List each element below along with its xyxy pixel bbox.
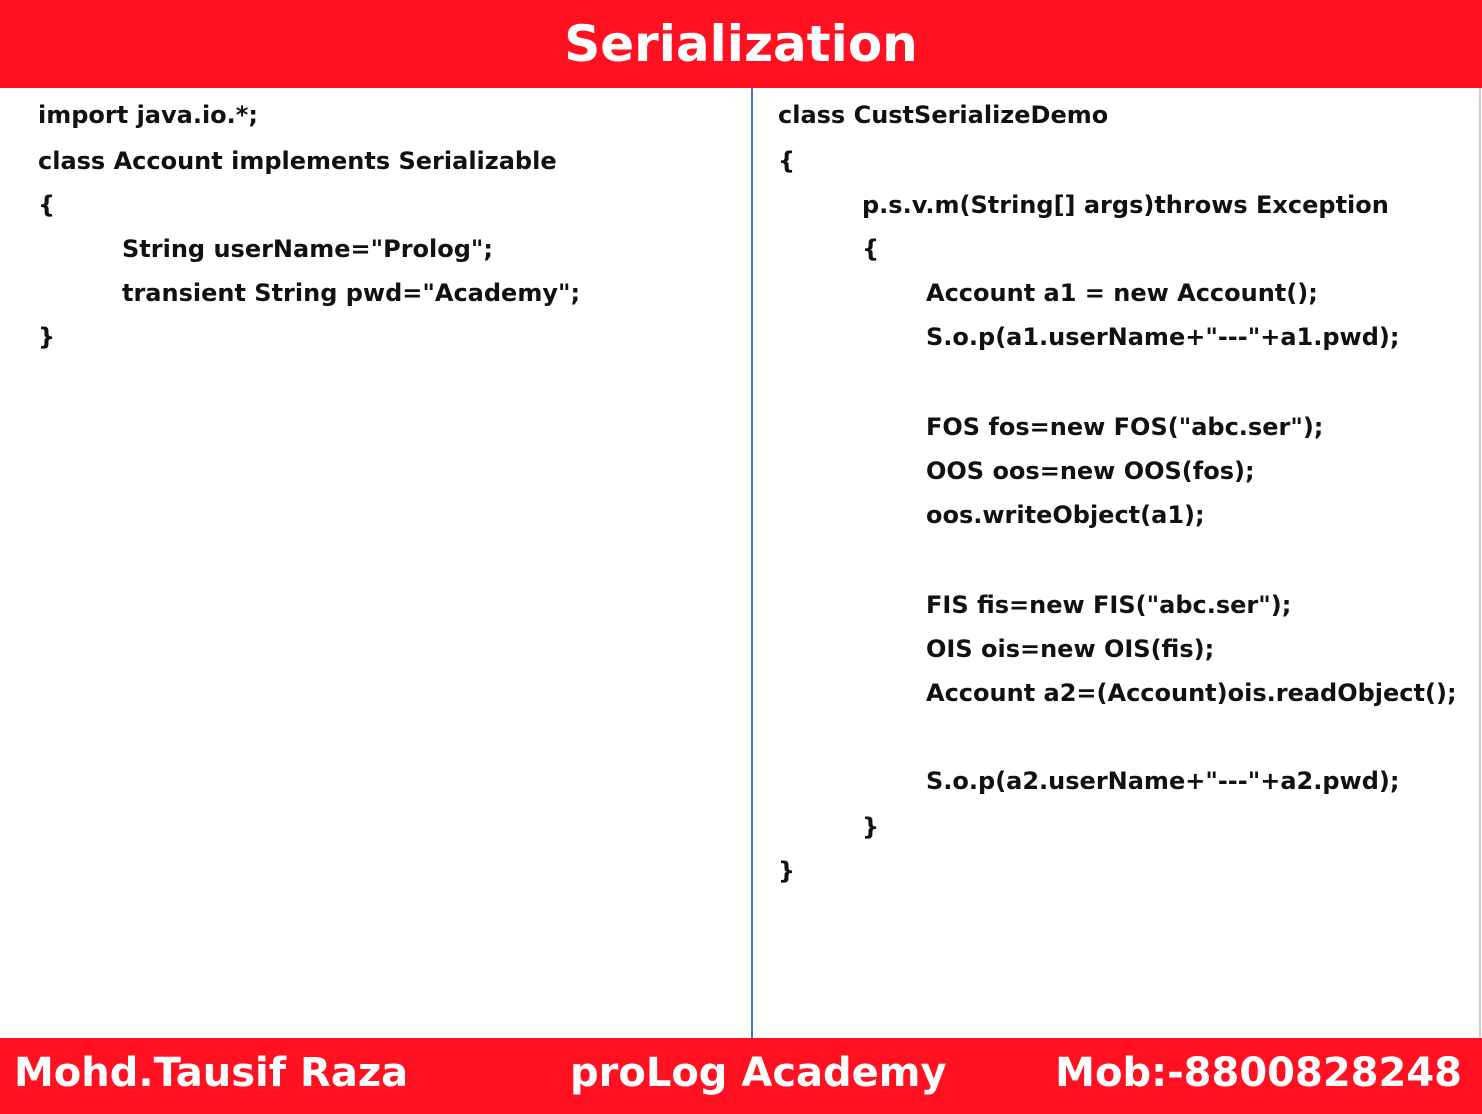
footer-academy: proLog Academy <box>570 1050 947 1096</box>
left-code-line-5: transient String pwd="Academy"; <box>122 279 581 307</box>
right-border <box>1479 88 1481 1038</box>
right-code-line-14: } <box>862 813 880 841</box>
right-code-line-12: Account a2=(Account)ois.readObject(); <box>926 679 1457 707</box>
footer-mobile: Mob:-8800828248 <box>1055 1050 1462 1096</box>
left-code-line-6: } <box>38 323 56 351</box>
right-code-line-2: { <box>778 147 796 175</box>
left-code-line-4: String userName="Prolog"; <box>122 235 494 263</box>
right-code-line-1: class CustSerializeDemo <box>778 101 1109 129</box>
right-code-line-5: Account a1 = new Account(); <box>926 279 1318 307</box>
left-code-line-2: class Account implements Serializable <box>38 147 557 175</box>
right-code-line-11: OIS ois=new OIS(fis); <box>926 635 1215 663</box>
right-code-line-6: S.o.p(a1.userName+"---"+a1.pwd); <box>926 323 1400 351</box>
footer-author: Mohd.Tausif Raza <box>14 1050 409 1096</box>
right-code-line-9: oos.writeObject(a1); <box>926 501 1205 529</box>
right-code-line-3: p.s.v.m(String[] args)throws Exception <box>862 191 1389 219</box>
slide-title: Serialization <box>564 15 918 73</box>
right-code-line-15: } <box>778 857 796 885</box>
right-code-line-4: { <box>862 235 880 263</box>
right-code-line-8: OOS oos=new OOS(fos); <box>926 457 1255 485</box>
right-code-line-7: FOS fos=new FOS("abc.ser"); <box>926 413 1324 441</box>
left-code-line-3: { <box>38 191 56 219</box>
right-code-line-13: S.o.p(a2.userName+"---"+a2.pwd); <box>926 767 1400 795</box>
title-banner: Serialization <box>0 0 1482 88</box>
column-divider <box>751 88 753 1038</box>
right-code-line-10: FIS fis=new FIS("abc.ser"); <box>926 591 1292 619</box>
footer-banner: Mohd.Tausif Raza proLog Academy Mob:-880… <box>0 1038 1482 1114</box>
left-code-line-1: import java.io.*; <box>38 101 258 129</box>
